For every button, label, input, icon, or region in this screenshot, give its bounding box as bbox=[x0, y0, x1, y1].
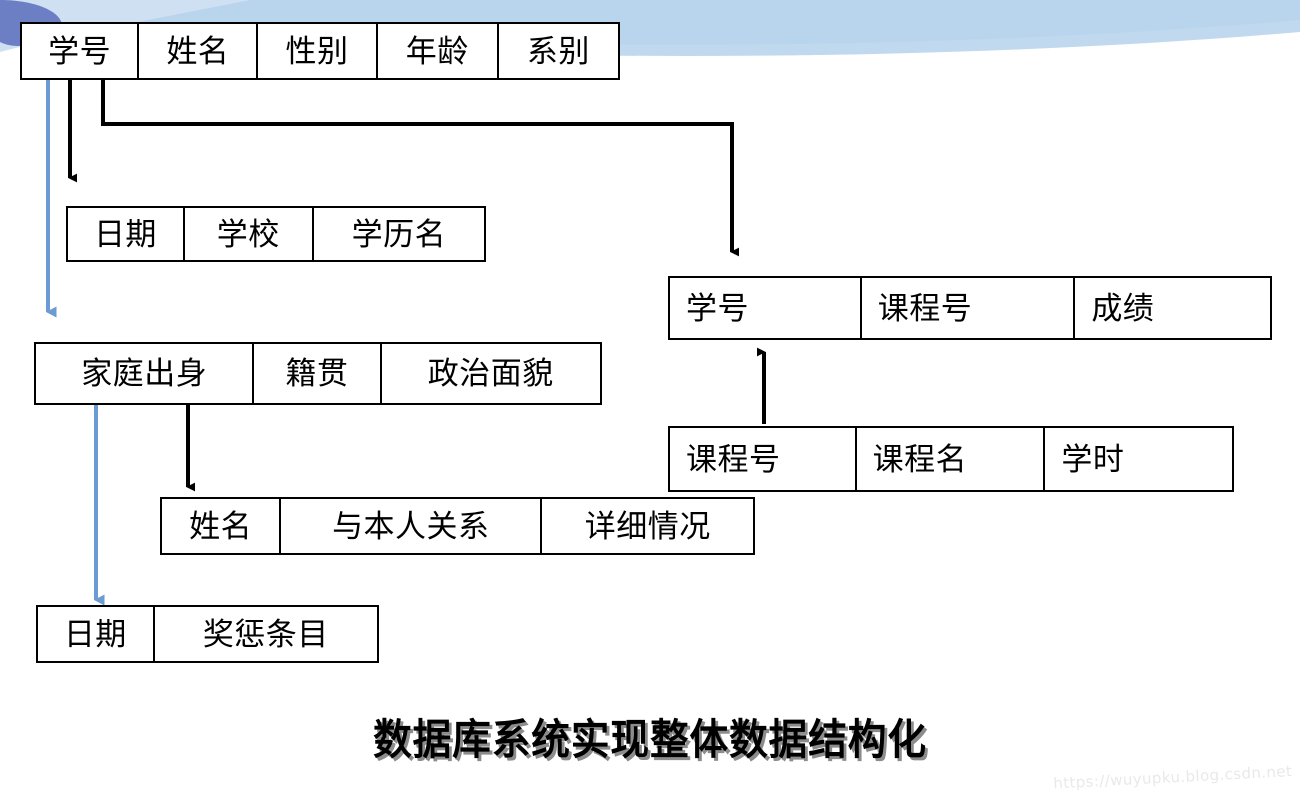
table-course[interactable]: 课程号 课程名 学时 bbox=[668, 426, 1234, 492]
table-cell: 性别 bbox=[258, 24, 378, 78]
table-cell: 日期 bbox=[38, 607, 155, 661]
table-score[interactable]: 学号 课程号 成绩 bbox=[668, 276, 1272, 340]
table-cell: 与本人关系 bbox=[281, 499, 543, 553]
table-background[interactable]: 家庭出身 籍贯 政治面貌 bbox=[34, 342, 602, 405]
table-cell: 学号 bbox=[670, 278, 862, 338]
table-cell: 系别 bbox=[526, 33, 590, 69]
page-title: 数据库系统实现整体数据结构化 bbox=[373, 715, 927, 764]
table-cell: 课程名 bbox=[857, 428, 1046, 490]
table-cell: 姓名 bbox=[139, 24, 259, 78]
table-education[interactable]: 日期 学校 学历名 bbox=[66, 206, 486, 262]
table-cell: 家庭出身 bbox=[36, 344, 255, 403]
connector-student-to-score bbox=[101, 80, 740, 257]
table-cell: 姓名 bbox=[162, 499, 282, 553]
table-cell: 日期 bbox=[68, 208, 185, 260]
table-reward[interactable]: 日期 奖惩条目 bbox=[36, 605, 379, 663]
table-cell: 详细情况 bbox=[584, 508, 711, 544]
table-cell: 课程号 bbox=[670, 428, 857, 490]
table-cell: 学历名 bbox=[351, 216, 447, 252]
table-cell: 奖惩条目 bbox=[202, 616, 329, 652]
table-cell: 年龄 bbox=[378, 24, 499, 78]
table-cell: 学号 bbox=[22, 24, 140, 78]
table-cell: 政治面貌 bbox=[427, 356, 554, 391]
table-cell: 学校 bbox=[185, 208, 314, 260]
table-student[interactable]: 学号 姓名 性别 年龄 系别 bbox=[20, 22, 620, 80]
table-family[interactable]: 姓名 与本人关系 详细情况 bbox=[160, 497, 755, 555]
table-cell: 成绩 bbox=[1091, 290, 1155, 326]
table-cell: 课程号 bbox=[862, 278, 1076, 338]
table-cell: 学时 bbox=[1061, 441, 1125, 477]
table-cell: 籍贯 bbox=[254, 344, 382, 403]
